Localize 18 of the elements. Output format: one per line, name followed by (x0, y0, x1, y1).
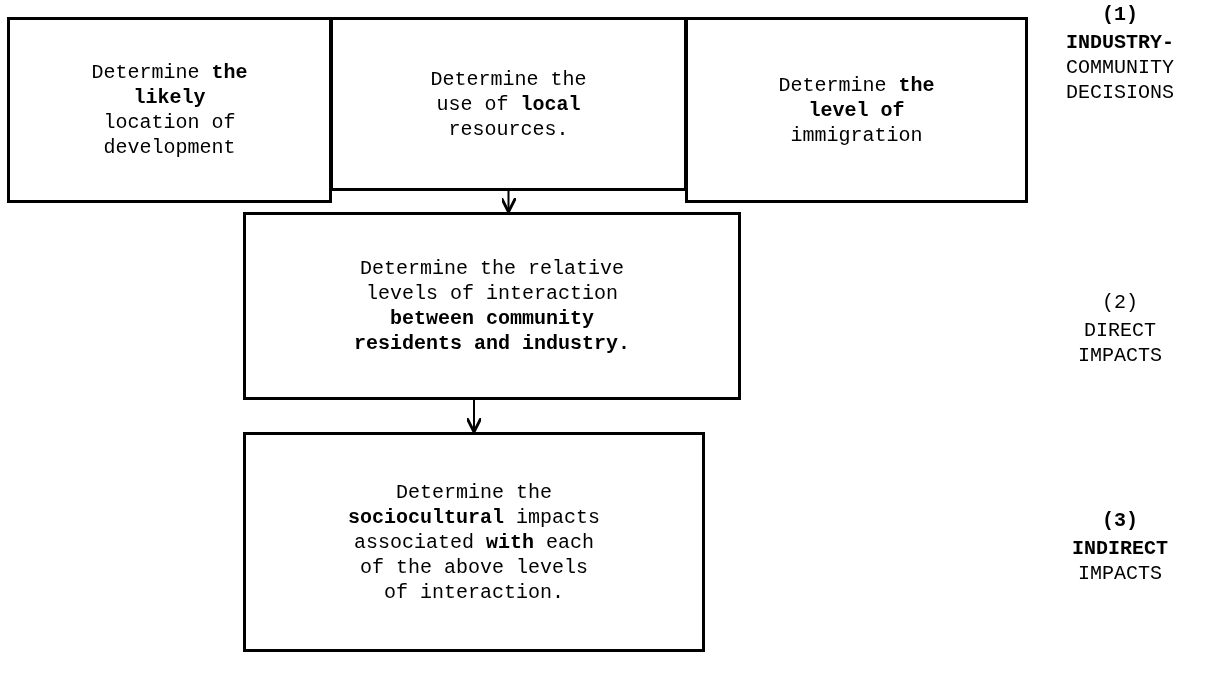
arrow (500, 190, 517, 214)
process-box (243, 432, 705, 652)
process-box (7, 17, 332, 203)
step-text: Determine the relative levels of interaction between community residents and industry. (352, 256, 631, 356)
stage-label: INDIRECT IMPACTS (1071, 536, 1169, 586)
step-text: Determine the sociocultural impacts associated with each of the above levels of interaction. (346, 479, 601, 605)
process-box (330, 17, 687, 191)
arrow (465, 399, 483, 434)
stage-number: (2) (1101, 290, 1139, 315)
stage-label: INDUSTRY-COMMUNITY DECISIONS (1065, 30, 1175, 105)
step-text: Determine the likely location of development (90, 60, 249, 160)
step-text: Determine the level of immigration (777, 72, 936, 148)
process-box (685, 17, 1028, 203)
stage-number: (1) (1101, 2, 1139, 27)
stage-label: DIRECT IMPACTS (1077, 318, 1163, 368)
process-box (243, 212, 741, 400)
step-text: Determine the use of local resources. (429, 66, 588, 142)
stage-number: (3) (1101, 508, 1139, 533)
